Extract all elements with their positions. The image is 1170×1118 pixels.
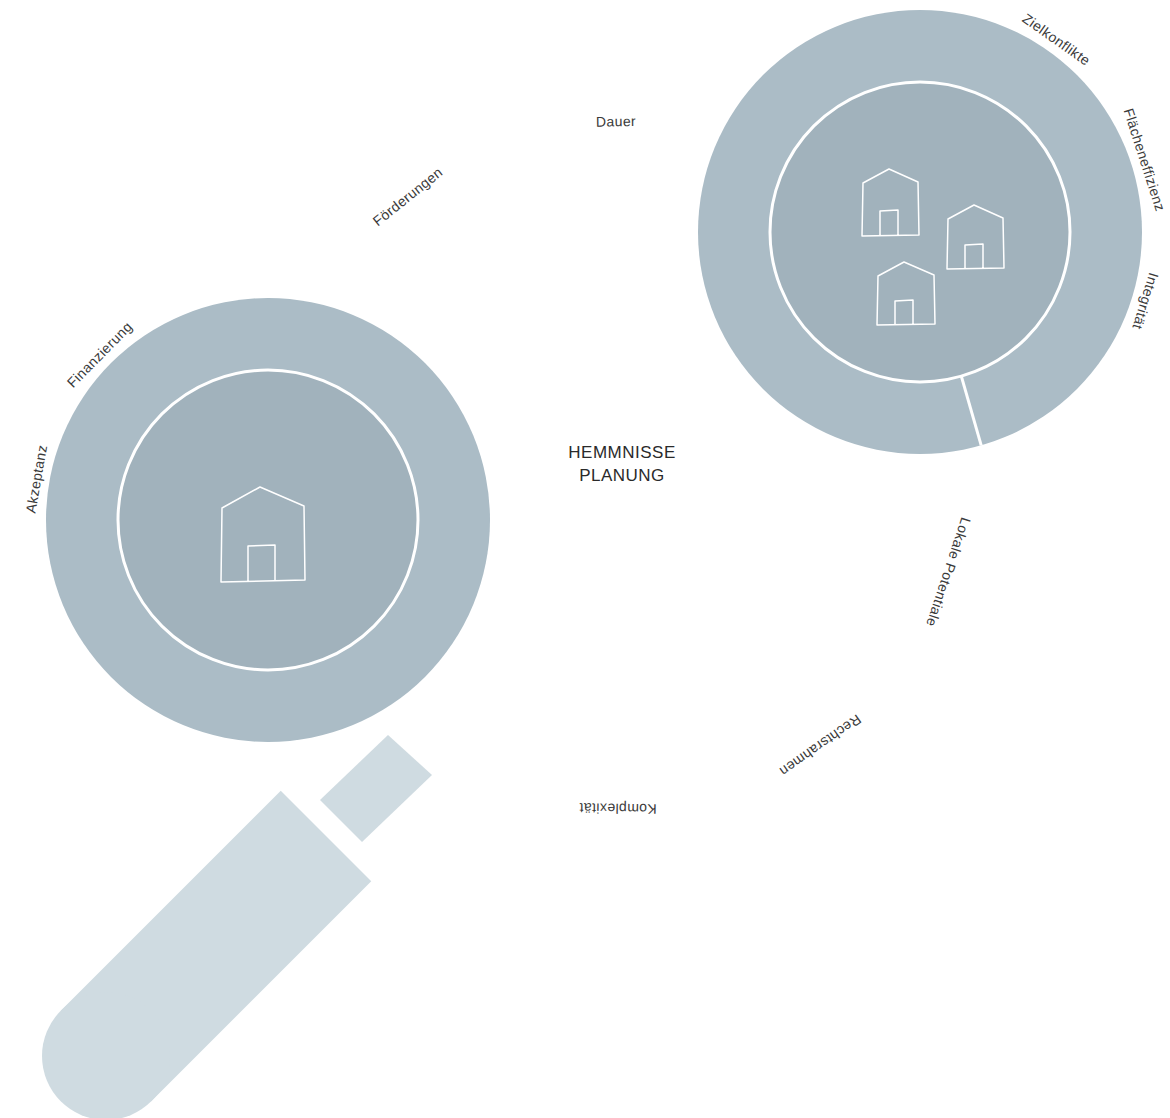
segment-label: Förderungen: [370, 165, 446, 230]
magnifier-handle-end: [42, 992, 170, 1118]
right-lens-disk: [770, 82, 1070, 382]
segment-label: Lokale Potentiale: [923, 516, 973, 629]
magnifier-neck: [320, 735, 432, 842]
ring-segment-node: Zielkonflikte: [963, 18, 1100, 144]
segment-label: Flächeneffizienz: [1120, 107, 1167, 214]
ring-segment-node: Förderungen: [338, 150, 554, 353]
ring-segment-node: Komplexität: [518, 670, 718, 797]
left-lens-band: [46, 298, 490, 742]
house-sketch: [877, 262, 935, 325]
segment-label: Dauer: [596, 114, 636, 130]
magnifier-handle: [106, 836, 326, 1056]
segment-label: Integrität: [1129, 270, 1161, 330]
right-lens-band: [698, 10, 1142, 454]
house-sketch: [862, 169, 919, 236]
ring-segment-node: Dauer: [512, 133, 721, 261]
obstacle-ring: HEMMNISSE PLANUNG Förderungen DauerLokale …: [292, 135, 952, 795]
segment-label: Zielkonflikte: [1019, 11, 1092, 69]
ring-segment-node: Flächeneffizienz: [1037, 96, 1144, 240]
ring-segment-node: Finanzierung: [68, 321, 200, 454]
band-divider: [961, 376, 981, 445]
segment-label: Finanzierung: [65, 319, 136, 391]
left-lens-disk: [118, 370, 418, 670]
segment-label: Komplexität: [579, 800, 657, 816]
center-title: HEMMNISSE PLANUNG: [552, 442, 692, 488]
segment-label: Akzeptanz: [23, 444, 50, 515]
ring-segment-node: Lokale Potentiale: [796, 464, 954, 661]
house-sketch: [947, 205, 1004, 269]
ring-segment-node: Integrität: [1044, 233, 1144, 354]
house-sketch: [221, 487, 305, 582]
ring-segment-node: Rechtsrahmen: [681, 591, 891, 784]
segment-label: Rechtsrahmen: [776, 711, 863, 779]
ring-segment-node: Akzeptanz: [44, 417, 137, 550]
